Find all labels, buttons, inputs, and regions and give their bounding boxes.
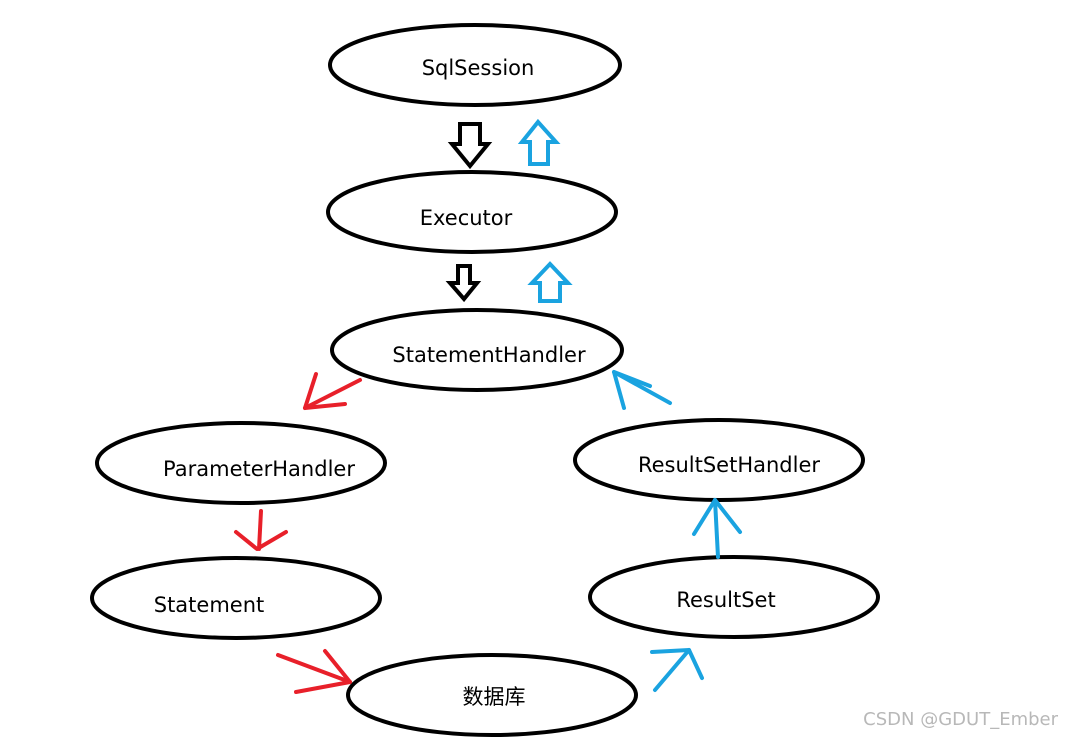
- node-database: 数据库: [346, 653, 638, 737]
- edge-statementhandler-to-parameterhandler: [303, 372, 362, 410]
- edge-resultset-to-resultsethandler: [692, 498, 742, 559]
- node-database-shape: [346, 653, 638, 737]
- red-arrow-head-icon: [303, 372, 347, 410]
- node-statementhandler-label: StatementHandler: [392, 343, 586, 367]
- edge-parameterhandler-to-statement: [234, 509, 288, 551]
- edge-resultsethandler-to-statementhandler: [612, 370, 672, 410]
- node-sqlsession: SqlSession: [328, 23, 622, 107]
- node-executor-label: Executor: [420, 206, 513, 230]
- node-statement-shape: [90, 556, 382, 640]
- blue-arrow-head-icon: [692, 498, 742, 536]
- node-executor: Executor: [326, 170, 618, 254]
- edge-database-to-resultset: [650, 648, 704, 692]
- edge-statementhandler-to-executor: [527, 261, 573, 303]
- red-arrow-head-icon: [294, 649, 352, 694]
- edge-statement-to-database: [276, 649, 352, 694]
- red-arrow-shaft: [276, 653, 352, 684]
- node-parameterhandler: ParameterHandler: [95, 421, 387, 505]
- node-statementhandler: StatementHandler: [330, 308, 624, 392]
- node-statement-label: Statement: [154, 593, 265, 617]
- node-resultset-shape: [588, 555, 880, 639]
- blue-arrow-head-icon: [612, 370, 652, 410]
- node-parameterhandler-shape: [95, 421, 387, 505]
- hollow-up-arrow-icon: [517, 118, 561, 166]
- edge-executor-to-sqlsession: [517, 118, 561, 166]
- blue-arrow-shaft: [713, 498, 720, 559]
- node-sqlsession-label: SqlSession: [422, 56, 535, 80]
- watermark: CSDN @GDUT_Ember: [863, 709, 1058, 730]
- red-arrow-shaft: [303, 378, 362, 410]
- edge-executor-to-statementhandler: [445, 264, 482, 303]
- node-executor-shape: [326, 170, 618, 254]
- node-resultset: ResultSet: [588, 555, 880, 639]
- blue-arrow-shaft: [653, 648, 691, 692]
- node-sqlsession-shape: [328, 23, 622, 107]
- node-database-label: 数据库: [463, 685, 526, 709]
- red-arrow-shaft: [257, 509, 263, 551]
- red-arrow-head-icon: [234, 530, 288, 551]
- node-resultset-label: ResultSet: [676, 588, 775, 612]
- node-statement: Statement: [90, 556, 382, 640]
- blue-arrow-head-icon: [650, 648, 704, 680]
- node-statementhandler-shape: [330, 308, 624, 392]
- edge-sqlsession-to-executor: [447, 122, 493, 170]
- node-parameterhandler-label: ParameterHandler: [163, 457, 355, 481]
- hollow-up-arrow-icon: [527, 261, 573, 303]
- node-resultsethandler-shape: [573, 418, 865, 502]
- hollow-down-arrow-icon: [447, 122, 493, 170]
- node-resultsethandler-label: ResultSetHandler: [638, 453, 820, 477]
- node-resultsethandler: ResultSetHandler: [573, 418, 865, 502]
- hollow-down-arrow-icon: [445, 264, 482, 303]
